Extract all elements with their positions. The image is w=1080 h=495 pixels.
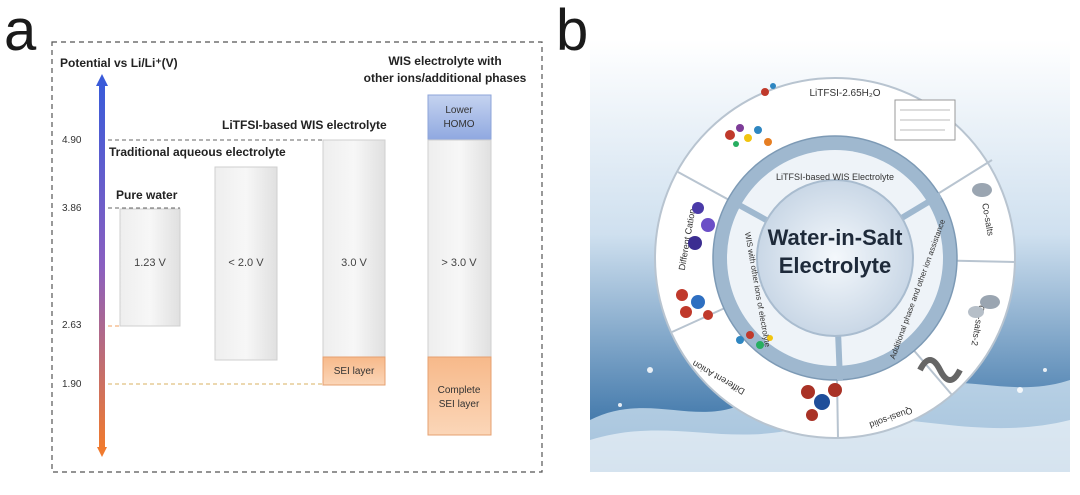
litfsi-sei-box — [322, 356, 386, 386]
molecule-cluster-anion — [736, 331, 773, 349]
wis-homo-line1: Lower — [445, 105, 473, 116]
axis-arrow-tail — [97, 447, 107, 457]
axis-title: Potential vs Li/Li⁺(V) — [60, 56, 178, 70]
molecule-cluster-top — [725, 83, 956, 147]
panel-a-letter: a — [4, 0, 37, 63]
wis-sei-box — [427, 356, 492, 436]
litfsi-window: 3.0 V — [341, 257, 367, 269]
water-droplets — [618, 367, 1047, 407]
center-title-line2: Electrolyte — [779, 253, 892, 278]
wis-homo-box — [427, 94, 492, 141]
panel-b-illustration: Water-in-Salt Electrolyte LiTFSI-based W… — [590, 40, 1070, 472]
litfsi-box — [322, 139, 386, 358]
wis-sei-line2: SEI layer — [439, 399, 480, 410]
pure-water-window: 1.23 V — [134, 257, 166, 269]
pure-water-box — [119, 208, 181, 327]
panel-a-frame — [51, 41, 543, 473]
wis-other-title-line2: other ions/additional phases — [364, 71, 527, 85]
center-circle — [756, 179, 914, 337]
traditional-window: < 2.0 V — [228, 257, 264, 269]
molecule-cluster-co-salts — [968, 183, 1000, 318]
molecule-cluster-cation — [676, 202, 715, 320]
pure-water-title: Pure water — [116, 188, 178, 202]
center-title-line1: Water-in-Salt — [768, 225, 904, 250]
tick-2-63: 2.63 — [62, 320, 82, 331]
molecule-cluster-quasi-solid — [801, 357, 963, 421]
litfsi-sei-label: SEI layer — [334, 366, 375, 377]
axis-arrow-head — [96, 74, 108, 86]
panel-b-letter: b — [556, 0, 589, 63]
water-splash-2 — [590, 417, 1070, 472]
middle-label-litfsi: LiTFSI-based WIS Electrolyte — [776, 172, 894, 182]
traditional-title: Traditional aqueous electrolyte — [109, 145, 286, 159]
panel-a-diagram: Potential vs Li/Li⁺(V) 4.90 3.86 2.63 1.… — [51, 41, 543, 473]
wis-sei-line1: Complete — [438, 385, 481, 396]
wis-other-window: > 3.0 V — [441, 257, 477, 269]
tick-4-90: 4.90 — [62, 135, 82, 146]
tick-3-86: 3.86 — [62, 203, 82, 214]
outer-label-litfsi-hydrate: LiTFSI-2.65H₂O — [809, 88, 880, 99]
litfsi-title: LiTFSI-based WIS electrolyte — [222, 118, 387, 132]
axis-arrow-shaft — [99, 85, 105, 448]
wis-other-title-line1: WIS electrolyte with — [388, 54, 501, 68]
wis-homo-line2: HOMO — [443, 119, 474, 130]
traditional-box — [214, 166, 278, 361]
wis-other-box — [427, 139, 492, 358]
tick-1-90: 1.90 — [62, 379, 82, 390]
